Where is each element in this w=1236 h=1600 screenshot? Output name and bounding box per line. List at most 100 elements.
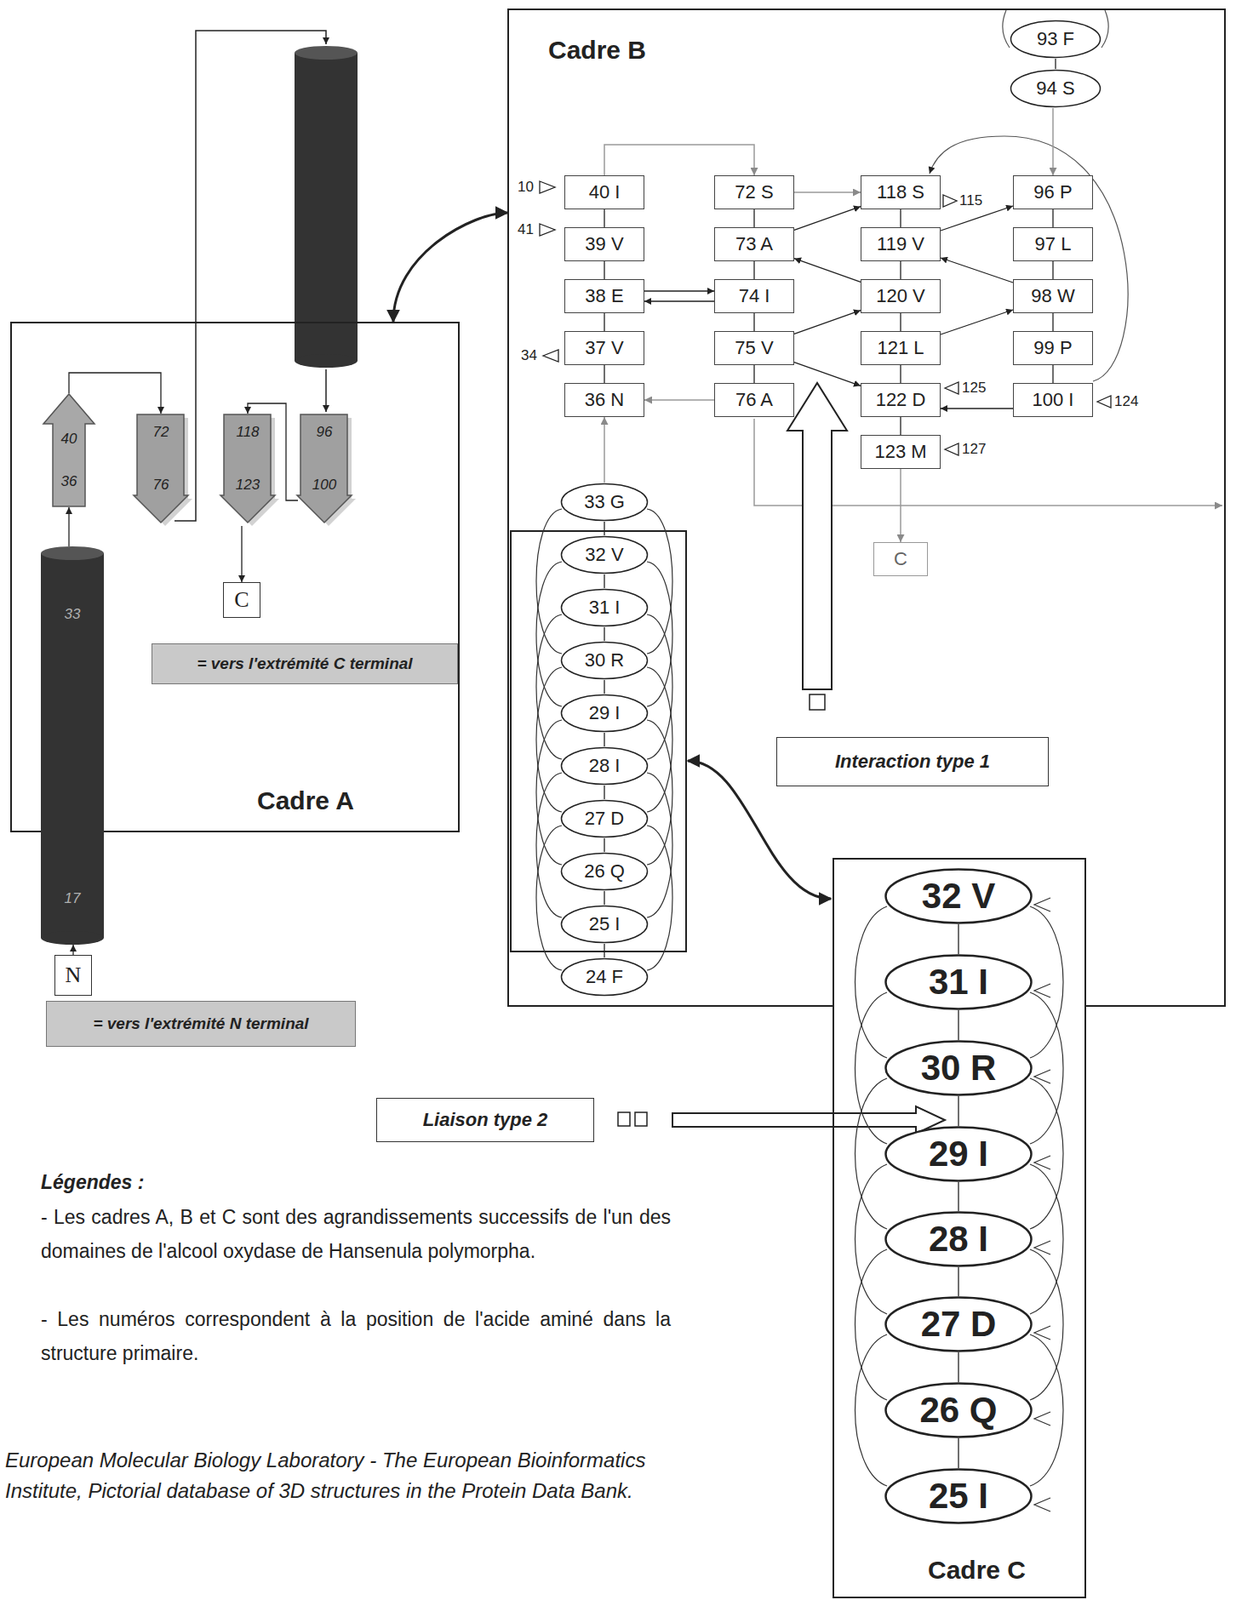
residue-box: 98 W	[1012, 279, 1093, 314]
residue-box: 75 V	[714, 331, 795, 366]
node-text: 28 I	[589, 755, 621, 778]
node-text: 28 I	[928, 1218, 989, 1260]
connector	[68, 372, 161, 414]
callout-number: 34	[520, 347, 538, 365]
connector	[603, 209, 605, 228]
path-shape	[536, 667, 562, 813]
connector	[603, 785, 605, 800]
path-shape	[646, 509, 673, 654]
node-outline	[42, 393, 96, 508]
note-box: = vers l'extrémité C terminal	[151, 643, 458, 685]
node-text: 123	[219, 476, 276, 494]
residue-ellipse: 27 D	[884, 1296, 1033, 1353]
polygon-shape	[543, 349, 559, 362]
polygon-shape	[43, 394, 95, 507]
strand-arrow: 96100	[296, 413, 353, 527]
node-text: 118 S	[876, 181, 925, 204]
helix-cylinder: 3317	[40, 546, 104, 945]
ellipse-shape	[561, 801, 648, 838]
polygon-shape	[297, 414, 352, 523]
node-text: 121 L	[876, 337, 924, 360]
residue-box: 40 I	[564, 175, 645, 210]
path-shape	[1030, 1334, 1064, 1487]
residue-box: 118 S	[860, 175, 941, 210]
connector	[940, 257, 1013, 283]
connector	[957, 924, 959, 955]
residue-ellipse: 25 I	[560, 904, 649, 945]
node-text: 96	[296, 423, 353, 441]
residue-box: 73 A	[714, 227, 795, 262]
connector	[957, 1096, 959, 1127]
connector	[899, 469, 902, 543]
rect-shape	[294, 52, 358, 361]
rect-shape	[40, 553, 104, 939]
connector	[1052, 365, 1053, 384]
node-text: 122 D	[875, 389, 927, 412]
ellipse-shape	[886, 1298, 1032, 1352]
node-text: = vers l'extrémité N terminal	[92, 1014, 309, 1034]
residue-ellipse: 29 I	[884, 1126, 1033, 1183]
ellipse-shape	[561, 484, 648, 521]
residue-box: 122 D	[860, 383, 941, 418]
connector	[794, 362, 861, 387]
rect-shape	[809, 694, 825, 710]
node-text: 30 R	[921, 1047, 997, 1089]
frame-c: Cadre C32 V31 I30 R29 I28 I27 D26 Q25 I	[832, 858, 1087, 1599]
residue-box: 99 P	[1012, 331, 1093, 366]
strand-arrow: 7276	[132, 413, 189, 527]
connector	[899, 365, 901, 384]
connector	[794, 206, 861, 231]
connector	[72, 944, 74, 956]
path-shape	[1034, 1155, 1051, 1170]
ellipse-shape	[886, 869, 1032, 924]
callout-number: 125	[961, 379, 986, 397]
connector	[603, 574, 605, 589]
frame-a: Cadre A33174036727611812396100C= vers l'…	[10, 321, 460, 833]
node-text: 37 V	[584, 337, 624, 360]
path-shape	[1034, 1412, 1051, 1426]
connector	[603, 521, 605, 536]
node-text: Cadre B	[548, 35, 647, 65]
ellipse-shape	[561, 589, 648, 627]
node-text: 97 L	[1035, 233, 1072, 256]
terminal-box: N	[54, 955, 92, 996]
node-text: 96 P	[1033, 181, 1072, 204]
node-text: 38 E	[584, 285, 624, 308]
node-text: 119 V	[876, 233, 925, 256]
polygon-shape	[539, 223, 556, 236]
node-text: 100 I	[1032, 389, 1075, 412]
path-shape	[536, 561, 562, 707]
path-shape	[855, 1334, 888, 1487]
strand-arrow: 118123	[219, 413, 276, 527]
path-shape	[1034, 984, 1051, 998]
residue-box: 119 V	[860, 227, 941, 262]
node-text: Liaison type 2	[423, 1109, 549, 1132]
residue-ellipse: 30 R	[560, 640, 649, 681]
connector	[957, 1182, 959, 1212]
residue-box: 37 V	[564, 331, 645, 366]
node-text: 26 Q	[919, 1390, 997, 1431]
terminal-box: C	[223, 582, 261, 618]
frame-b: Cadre B93 F94 S40 I39 V38 E37 V36 N72 S7…	[507, 8, 1226, 1007]
polygon-shape	[787, 383, 847, 690]
legend-text: - Les cadres A, B et C sont des agrandis…	[40, 1200, 671, 1269]
path-shape	[1030, 992, 1064, 1145]
path-shape	[646, 772, 673, 918]
connector	[393, 212, 508, 322]
residue-box: 123 M	[860, 434, 941, 470]
node-text: C	[893, 548, 908, 571]
g-shape	[536, 509, 1064, 1512]
path-shape	[1030, 906, 1064, 1059]
residue-ellipse: 93 F	[1009, 19, 1102, 59]
residue-box: 72 S	[714, 175, 795, 210]
node-text: 31 I	[928, 961, 989, 1003]
residue-box: 38 E	[564, 279, 645, 314]
connector	[794, 310, 861, 335]
node-text: 39 V	[584, 233, 624, 256]
callout-box: Interaction type 1	[776, 737, 1049, 787]
path-shape	[646, 561, 673, 707]
callout-number: 124	[1114, 393, 1139, 411]
terminal-box: C	[873, 542, 928, 577]
polygon-shape	[943, 194, 957, 207]
path-shape	[507, 1005, 1226, 1008]
